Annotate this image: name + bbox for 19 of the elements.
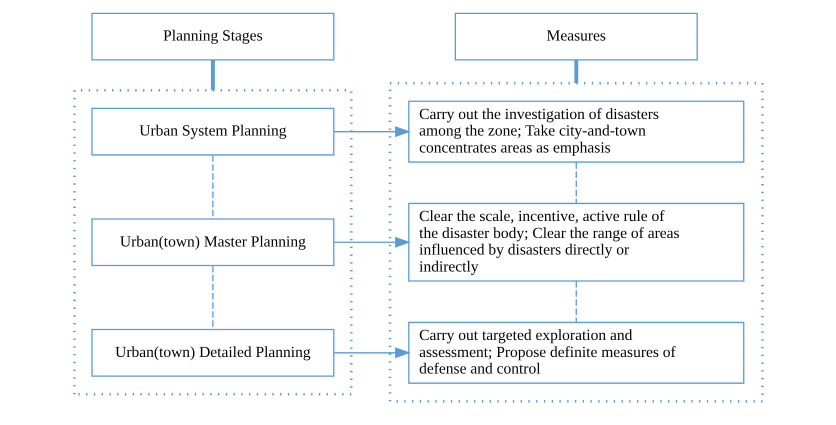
arrow <box>333 126 410 138</box>
node-box: Urban System Planning <box>90 108 334 156</box>
node-box: Urban(town) Detailed Planning <box>90 328 334 377</box>
node-box: Carry out the investigation of disasters among the zone; Take city-and-town concentrates areas as emphasis <box>408 100 744 163</box>
arrow <box>333 347 410 358</box>
connector <box>575 281 576 322</box>
cluster <box>388 82 764 403</box>
connector <box>575 162 576 204</box>
cluster <box>72 89 352 396</box>
node-box: Clear the scale, incentive, active rule of the disaster body; Clear the range of areas influenced by disasters directly or indirectly <box>408 202 744 282</box>
node-box: Planning Stages <box>90 12 334 61</box>
connector <box>210 60 214 90</box>
connector <box>212 155 214 219</box>
connector <box>574 60 578 84</box>
node-box: Carry out targeted exploration and assessment; Propose definite measures of defense and control <box>408 322 744 384</box>
node-box: Urban(town) Master Planning <box>90 218 334 266</box>
connector <box>212 266 214 330</box>
node-box: Measures <box>454 12 698 61</box>
arrow <box>333 236 410 248</box>
